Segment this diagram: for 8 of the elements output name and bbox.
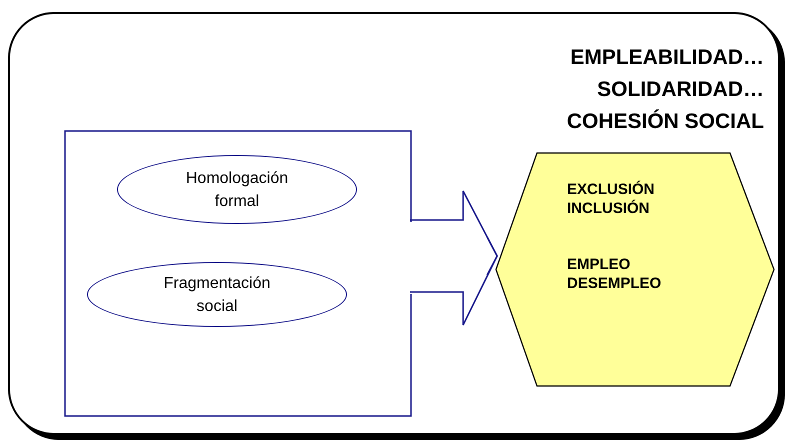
hexagon xyxy=(495,152,775,387)
hexagon-text: EXCLUSIÓN INCLUSIÓN xyxy=(567,180,656,218)
hexagon-text: EMPLEO DESEMPLEO xyxy=(567,255,662,293)
ellipse-text: Homologación formal xyxy=(184,168,290,212)
block-arrow xyxy=(409,190,498,326)
ellipse-text: Fragmentación social xyxy=(162,274,272,316)
heading-text: EMPLEABILIDAD… SOLIDARIDAD… COHESIÓN SOCIAL xyxy=(566,45,764,135)
frame-box xyxy=(64,130,412,417)
